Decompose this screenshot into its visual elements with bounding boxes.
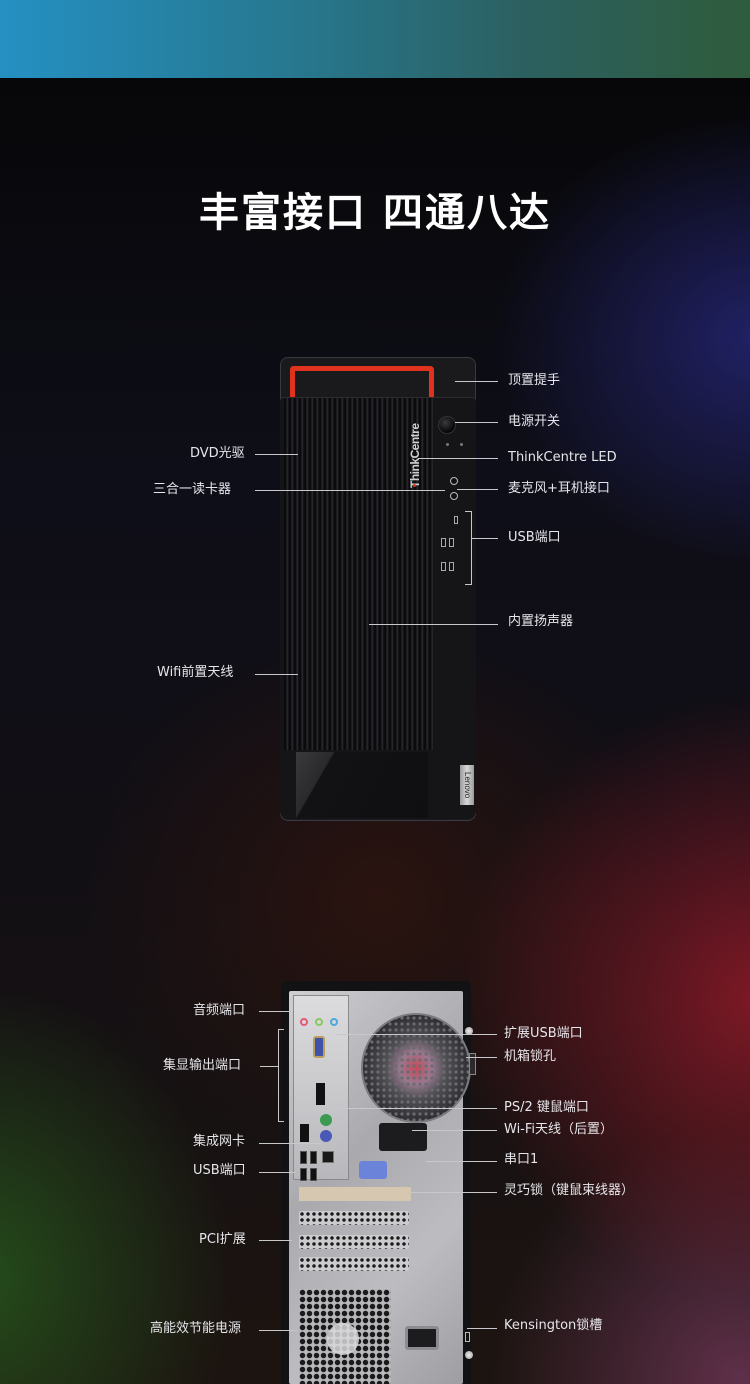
callout-line: [255, 674, 298, 675]
smart-lock-tab: [359, 1161, 387, 1179]
ethernet-port-icon: [322, 1151, 334, 1163]
usb-port-icon: [310, 1168, 317, 1181]
mic-jack-icon: [450, 477, 458, 485]
callout-bracket: [278, 1029, 279, 1122]
callout-line: [259, 1011, 291, 1012]
usb-port-icon: [310, 1151, 317, 1164]
callout-audio-ports: 音频端口: [193, 1003, 246, 1018]
thinkcentre-logo: ThinkCentre: [408, 423, 422, 488]
callout-line: [471, 538, 498, 539]
callout-line: [255, 490, 445, 491]
displayport-icon: [316, 1083, 325, 1105]
callout-ps2-ports: PS/2 键鼠端口: [504, 1100, 589, 1115]
callout-line: [259, 1240, 292, 1241]
callout-serial-port: 串口1: [504, 1152, 539, 1167]
rear-plate: [289, 991, 476, 1384]
kensington-slot-icon: [465, 1332, 470, 1342]
thumbscrew-icon: [465, 1027, 473, 1035]
callout-audio-jacks: 麦克风+耳机接口: [508, 481, 610, 496]
top-handle: [290, 366, 434, 406]
ps2-keyboard-port-icon: [320, 1114, 332, 1126]
callout-bracket-bottom: [465, 584, 471, 585]
callout-video-outputs: 集显输出端口: [163, 1058, 242, 1073]
callout-dvd-drive: DVD光驱: [190, 446, 245, 461]
case-lock-hole-icon: [469, 1053, 476, 1075]
callout-nic: 集成网卡: [193, 1134, 246, 1149]
ribbed-grille: [284, 398, 434, 750]
callout-line: [467, 1328, 497, 1329]
ps2-mouse-port-icon: [320, 1130, 332, 1142]
callout-line: [336, 1034, 497, 1035]
pci-card: [299, 1187, 411, 1201]
psu-fan-hub: [327, 1323, 359, 1355]
callout-bracket-top: [465, 511, 471, 512]
headphone-jack-icon: [450, 492, 458, 500]
led-indicator-icon: [413, 484, 416, 487]
front-bottom-panel: [296, 752, 428, 818]
pci-slot-cover: [299, 1257, 409, 1271]
usb-port-icon: [449, 562, 454, 571]
callout-line: [418, 458, 498, 459]
callout-line: [259, 1172, 296, 1173]
callout-kensington-slot: Kensington锁槽: [504, 1318, 603, 1333]
callout-psu: 高能效节能电源: [150, 1321, 242, 1336]
callout-case-lock: 机箱锁孔: [504, 1049, 557, 1064]
thumbscrew-icon: [465, 1351, 473, 1359]
page-title: 丰富接口 四通八达: [199, 190, 551, 236]
vga-port-icon: [313, 1036, 325, 1058]
audio-jack-blue-icon: [330, 1018, 338, 1026]
lenovo-badge: Lenovo: [460, 765, 474, 805]
audio-jack-green-icon: [315, 1018, 323, 1026]
callout-line: [457, 489, 498, 490]
callout-rear-usb: USB端口: [193, 1163, 246, 1178]
indicator-dot: [460, 443, 463, 446]
usb-port-icon: [300, 1151, 307, 1164]
usb-port-icon: [449, 538, 454, 547]
callout-top-handle: 顶置提手: [508, 373, 561, 388]
callout-line: [259, 1330, 297, 1331]
callout-power-switch: 电源开关: [508, 414, 561, 429]
callout-card-reader: 三合一读卡器: [153, 482, 232, 497]
callout-bracket-bottom: [278, 1121, 284, 1122]
top-gradient-band: [0, 0, 750, 78]
callout-line: [255, 454, 298, 455]
callout-line: [455, 381, 498, 382]
io-shield: [293, 995, 349, 1181]
callout-line: [336, 1108, 497, 1109]
callout-speaker: 内置扬声器: [508, 614, 574, 629]
usb-port-icon: [441, 538, 446, 547]
callout-wifi-front-antenna: Wifi前置天线: [157, 665, 234, 680]
callout-line: [466, 1057, 497, 1058]
callout-thinkcentre-led: ThinkCentre LED: [508, 450, 617, 465]
usb-port-icon: [300, 1168, 307, 1181]
callout-pci-expansion: PCI扩展: [199, 1232, 246, 1247]
callout-wifi-rear-antenna: Wi-Fi天线（后置）: [504, 1122, 614, 1137]
callout-smart-lock: 灵巧锁（键鼠束线器）: [504, 1183, 635, 1198]
hdmi-port-icon: [300, 1124, 309, 1142]
pci-slot-cover: [299, 1211, 409, 1225]
callout-line: [410, 1192, 497, 1193]
front-tower-image: ThinkCentre Lenovo: [280, 357, 476, 821]
callout-line: [426, 1161, 497, 1162]
wifi-antenna-module: [379, 1123, 427, 1151]
callout-line: [369, 624, 498, 625]
rear-tower-image: [281, 981, 476, 1384]
power-button-icon: [438, 416, 456, 434]
system-fan-grille: [361, 1013, 471, 1123]
callout-line: [259, 1143, 321, 1144]
callout-line: [260, 1066, 278, 1067]
callout-bracket-top: [278, 1029, 284, 1030]
front-panel: ThinkCentre Lenovo: [280, 397, 476, 819]
pci-slot-cover: [299, 1235, 409, 1249]
usb-port-icon: [441, 562, 446, 571]
callout-line: [412, 1130, 497, 1131]
usb-c-port-icon: [454, 516, 458, 524]
audio-jack-pink-icon: [300, 1018, 308, 1026]
callout-expansion-usb: 扩展USB端口: [504, 1026, 583, 1041]
callout-bracket: [471, 511, 472, 585]
indicator-dot: [446, 443, 449, 446]
ac-power-inlet-icon: [405, 1326, 439, 1350]
callout-line: [455, 422, 498, 423]
callout-front-usb: USB端口: [508, 530, 561, 545]
